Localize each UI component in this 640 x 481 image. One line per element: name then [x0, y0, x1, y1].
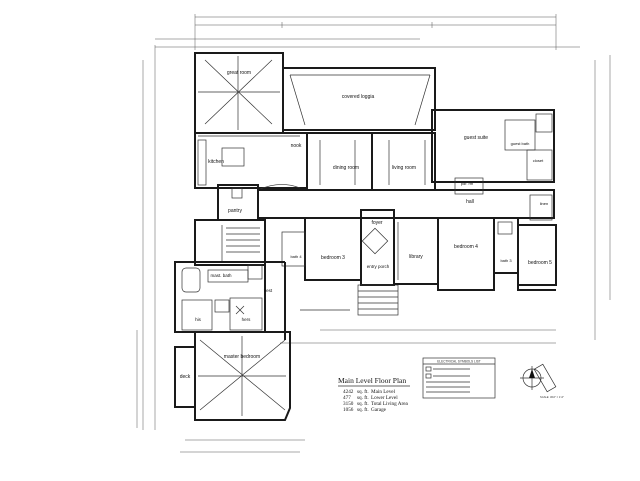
- label-great-room: great room: [227, 70, 251, 76]
- label-living-room: living room: [392, 165, 416, 171]
- label-library: library: [409, 254, 423, 260]
- label-covered-loggia: covered loggia: [342, 94, 375, 100]
- label-entry-porch: entry porch: [367, 264, 390, 269]
- label-bedroom-3: bedroom 3: [321, 255, 345, 261]
- label-dining-room: dining room: [333, 165, 359, 171]
- area-label: Main Level: [371, 389, 396, 395]
- electrical-legend-box: [422, 357, 496, 399]
- label-pdr-rm: pdr. rm: [461, 181, 474, 186]
- label-foyer: foyer: [371, 220, 382, 226]
- master-bedroom-area: [174, 331, 291, 421]
- label-his: his: [195, 317, 202, 322]
- area-value: 1056: [343, 407, 354, 413]
- label-deck: deck: [180, 374, 191, 380]
- dining-living-area: [306, 132, 436, 191]
- area-label: Lower Level: [371, 395, 398, 401]
- label-hall: hall: [466, 199, 474, 205]
- dimension-lines: [136, 14, 611, 453]
- label-vest: vest: [264, 288, 273, 293]
- pantry-stair-area: [194, 184, 301, 266]
- area-unit: sq. ft.: [357, 394, 369, 401]
- area-value: 4242: [343, 389, 354, 395]
- label-bedroom-4: bedroom 4: [454, 244, 478, 250]
- plan-title: Main Level Floor Plan: [338, 376, 406, 385]
- hall-area: [257, 177, 555, 219]
- label-pantry: pantry: [228, 208, 242, 214]
- covered-loggia-area: [282, 67, 436, 131]
- label-bedroom-5: bedroom 5: [528, 260, 552, 266]
- guest-suite-area: [431, 109, 555, 183]
- label-nook: nook: [291, 143, 302, 149]
- area-value: 3150: [343, 401, 354, 407]
- area-label: Total Living Area: [371, 401, 408, 407]
- label-bath-3: bath 3: [500, 258, 512, 263]
- area-label: Garage: [371, 407, 387, 413]
- area-unit: sq. ft.: [357, 400, 369, 407]
- label-master-bedroom: master bedroom: [224, 354, 260, 360]
- label-mast-bath: mast. bath: [210, 273, 232, 278]
- label-closet: closet: [533, 158, 544, 163]
- scale-note: SCALE: 3/16" = 1'-0": [540, 395, 564, 399]
- north-arrow-icon: [520, 366, 544, 390]
- library-area: [393, 217, 439, 285]
- east-bedrooms-area: [437, 194, 557, 291]
- area-unit: sq. ft.: [357, 388, 369, 395]
- legend-title: ELECTRICAL SYMBOLS LIST: [437, 360, 481, 364]
- area-value: 477: [343, 395, 351, 401]
- bedroom-3-area: [281, 217, 362, 281]
- label-guest-bath: guest bath: [511, 141, 530, 146]
- great-room-area: [194, 52, 284, 134]
- area-schedule: 4242 sq. ft. Main Level 477 sq. ft. Lowe…: [343, 388, 408, 413]
- label-bath-4: bath 4: [290, 254, 302, 259]
- label-kitchen: kitchen: [208, 159, 224, 165]
- area-unit: sq. ft.: [357, 406, 369, 413]
- label-hers: hers: [242, 317, 252, 322]
- label-guest-suite: guest suite: [464, 135, 488, 141]
- label-linen: linen: [540, 201, 548, 206]
